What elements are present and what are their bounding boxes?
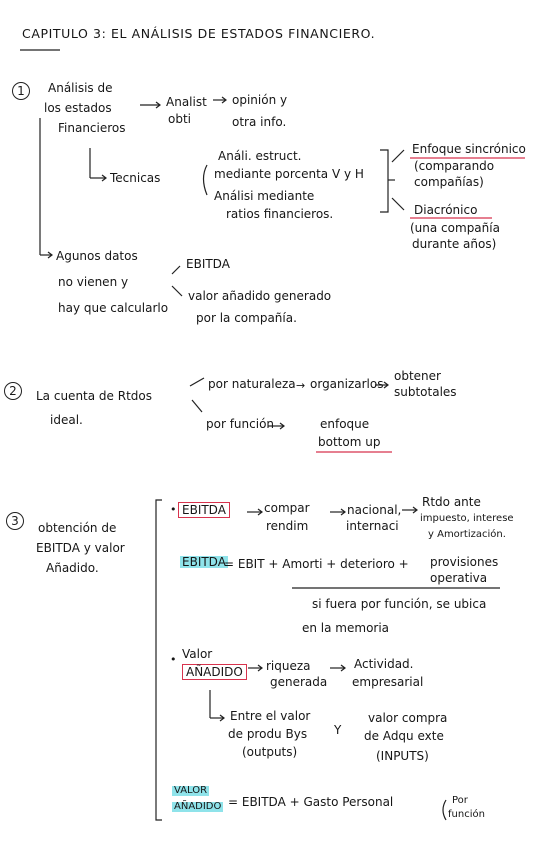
s3-inputs: (INPUTS) (376, 749, 429, 763)
section-2-number: 2 (4, 382, 22, 400)
s3-impuesto: impuesto, interese (420, 513, 514, 524)
s3-provisiones: provisiones (430, 555, 499, 569)
s3-ebitda-valor: EBITDA y valor (36, 541, 125, 555)
s1-enfoque-comparando: (comparando (414, 159, 495, 173)
s1-analist: Analist (166, 95, 207, 109)
s3-entre-valor: Entre el valor (230, 709, 311, 723)
s2-enfoque: enfoque (320, 417, 370, 431)
page-title: CAPITULO 3: EL ANÁLISIS DE ESTADOS FINAN… (22, 26, 376, 41)
s3-operativa: operativa (430, 571, 488, 585)
s1-durante-anos: durante años) (412, 237, 497, 251)
s1-analysis-line2: los estados (44, 101, 112, 115)
s3-valor-highlight: VALOR (172, 785, 210, 796)
s1-calcularlo: hay que calcularlo (58, 301, 169, 315)
s1-tec-2: mediante porcenta V y H (214, 167, 364, 181)
s2-funcion: por función (206, 417, 275, 431)
s3-rendim: rendim (266, 519, 309, 533)
s3-por: Por (452, 795, 468, 806)
s3-final-formula: = EBITDA + Gasto Personal (228, 795, 394, 809)
s1-valor-anadido: valor añadido generado (188, 289, 332, 303)
s2-organizarlos: organizarlos (310, 377, 384, 391)
s2-subtotales: subtotales (394, 385, 457, 399)
s3-formula: = EBIT + Amorti + deterioro + (224, 557, 409, 571)
s3-internaci: internaci (346, 519, 399, 533)
s3-valor: Valor (182, 647, 213, 661)
s3-valor-compra: valor compra (368, 711, 448, 725)
s1-obti: obti (168, 112, 191, 126)
s3-anadido: Añadido. (46, 561, 99, 575)
s1-por-compania: por la compañía. (196, 311, 297, 325)
s1-analysis-line1: Análisis de (48, 81, 113, 95)
section-1-number: 1 (12, 82, 30, 100)
s3-bullet-1: • (170, 503, 177, 516)
s1-tec-1: Análi. estruct. (218, 149, 302, 163)
s2-obtener: obtener (394, 369, 441, 383)
s3-y: Y (334, 723, 342, 737)
s2-bottom-up: bottom up (318, 435, 381, 449)
s3-anadido-box: AÑADIDO (182, 664, 247, 680)
s1-opinion: opinión y (232, 93, 288, 107)
s3-bullet-2: • (170, 653, 177, 666)
s3-funcion: función (448, 809, 485, 820)
s1-algunos-datos: Agunos datos (56, 249, 138, 263)
section-3-number: 3 (6, 512, 24, 530)
s1-otra-info: otra info. (232, 115, 287, 129)
s1-analysis-line3: Financieros (58, 121, 126, 135)
s1-diacronico: Diacrónico (414, 203, 478, 217)
s3-amortizacion: y Amortización. (428, 529, 506, 540)
s3-adqu: de Adqu exte (364, 729, 444, 743)
s3-compar: compar (264, 501, 310, 515)
s3-anadido-highlight: AÑADIDO (172, 801, 224, 812)
s3-obtencion: obtención de (38, 521, 117, 535)
s1-ebitda: EBITDA (186, 257, 230, 271)
s3-si-fuera: si fuera por función, se ubica (312, 597, 487, 611)
s3-produ: de produ Bys (228, 727, 308, 741)
s3-outputs: (outputs) (242, 745, 298, 759)
s3-nacional: nacional, (347, 503, 402, 517)
s2-arrow-org: → (296, 379, 306, 392)
s3-ebitda-box: EBITDA (178, 502, 230, 518)
s2-ideal: ideal. (50, 413, 83, 427)
s3-rtdo-ante: Rtdo ante (422, 495, 481, 509)
s1-tecnicas: Tecnicas (110, 171, 161, 185)
s2-naturaleza: por naturaleza (208, 377, 296, 391)
s1-enfoque-companias: compañías) (414, 175, 484, 189)
s3-empresarial: empresarial (352, 675, 424, 689)
s3-memoria: en la memoria (302, 621, 390, 635)
s3-ebitda-highlight: EBITDA (180, 555, 228, 569)
s3-actividad: Actividad. (354, 657, 414, 671)
s1-no-vienen: no vienen y (58, 275, 129, 289)
s1-enfoque-sincronico: Enfoque sincrónico (412, 142, 526, 156)
s3-riqueza: riqueza (266, 659, 311, 673)
s1-tec-4: ratios financieros. (226, 207, 334, 221)
s1-tec-3: Análisi mediante (214, 189, 315, 203)
s1-una-compania: (una compañía (410, 221, 500, 235)
s3-generada: generada (270, 675, 328, 689)
s2-cuenta: La cuenta de Rtdos (36, 389, 152, 403)
